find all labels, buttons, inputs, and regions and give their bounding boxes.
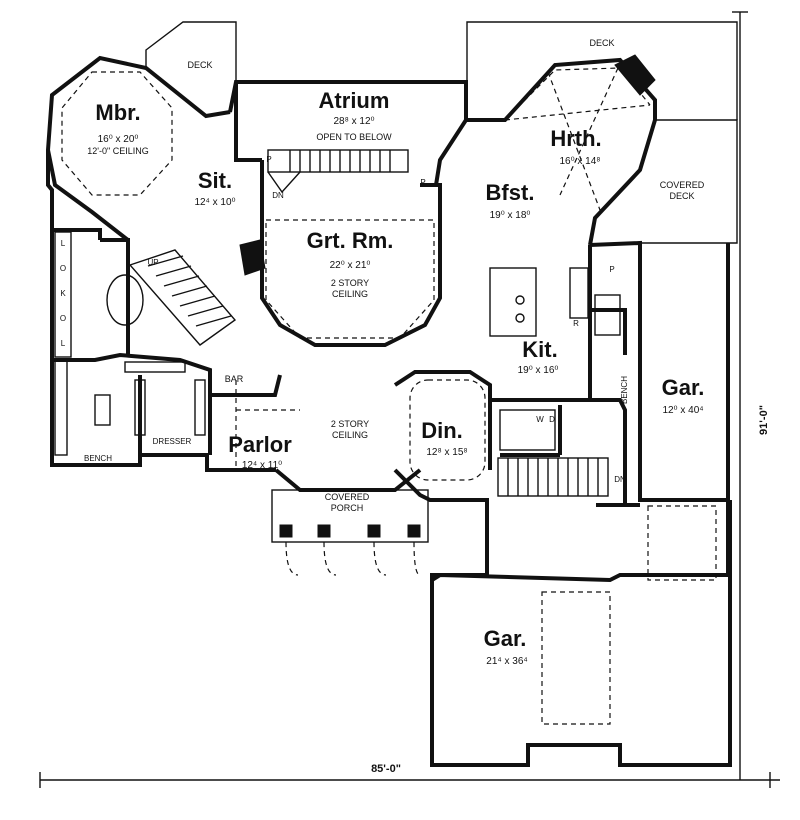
hearth-size: 16⁰ x 14⁸ (559, 156, 600, 167)
label-parlor: Parlor 12⁴ x 11⁰ (228, 432, 292, 471)
atrium-stair (267, 149, 409, 194)
width-dimension: 85'-0" (371, 763, 401, 775)
label-sitting: Sit. 12⁴ x 10⁰ (194, 168, 235, 208)
bench-master-label: BENCH (84, 454, 112, 463)
locker-label-1: L (61, 239, 66, 248)
interior-walls (52, 160, 627, 505)
deck-right-label: DECK (589, 38, 614, 48)
pantry-label-2: P (609, 265, 614, 274)
label-master: Mbr. 16⁰ x 20⁰ 12'-0" CEILING (87, 100, 148, 156)
label-atrium: Atrium 28⁸ x 12⁰ OPEN TO BELOW (316, 88, 392, 142)
bench-mud-label: BENCH (620, 376, 629, 404)
atrium-note: OPEN TO BELOW (316, 132, 392, 142)
pantry-label-1: P (420, 178, 425, 187)
master-size: 16⁰ x 20⁰ (98, 134, 139, 145)
sitting-name: Sit. (198, 168, 232, 193)
breakfast-size: 19⁰ x 18⁰ (490, 210, 531, 221)
covered-deck-label-1: COVERED (660, 180, 705, 190)
garage-side-size: 12⁰ x 40⁴ (662, 405, 703, 416)
label-hearth: Hrth. 16⁰ x 14⁸ (550, 126, 601, 167)
garage-side-name: Gar. (662, 375, 705, 400)
parlor-size: 12⁴ x 11⁰ (242, 460, 282, 471)
great-room-size: 22⁰ x 21⁰ (330, 260, 371, 271)
dimension-lines (39, 11, 780, 788)
breakfast-name: Bfst. (486, 180, 535, 205)
parlor-name: Parlor (228, 432, 292, 457)
dn-garage-label: DN (614, 475, 626, 484)
deck-right (466, 21, 738, 120)
refrigerator-label: R (573, 319, 579, 328)
fireplaces (239, 54, 656, 276)
sitting-size: 12⁴ x 10⁰ (194, 197, 235, 208)
covered-deck-label-2: DECK (669, 191, 694, 201)
kitchen-name: Kit. (522, 337, 557, 362)
foyer-label-1: 2 STORY (331, 419, 369, 429)
locker-label-3: K (60, 289, 66, 298)
great-room-note-2: CEILING (332, 289, 368, 299)
locker-label-5: L (61, 339, 66, 348)
covered-porch-label-1: COVERED (325, 492, 370, 502)
dining-size: 12⁸ x 15⁸ (426, 447, 467, 458)
great-room-note-1: 2 STORY (331, 278, 369, 288)
hearth-name: Hrth. (550, 126, 601, 151)
exterior-walls (45, 55, 738, 767)
closet-shelving (54, 359, 206, 456)
kitchen-fixtures (94, 267, 621, 451)
atrium-name: Atrium (319, 88, 390, 113)
foyer-label-2: CEILING (332, 430, 368, 440)
label-great-room: Grt. Rm. 22⁰ x 21⁰ 2 STORY CEILING (307, 228, 394, 299)
great-room-name: Grt. Rm. (307, 228, 394, 253)
label-garage-side: Gar. 12⁰ x 40⁴ (662, 375, 705, 416)
atrium-size: 28⁸ x 12⁰ (333, 116, 374, 127)
locker-label-2: O (60, 264, 66, 273)
master-name: Mbr. (95, 100, 140, 125)
bar-label: BAR (225, 374, 244, 384)
locker-label-4: O (60, 314, 66, 323)
dining-name: Din. (421, 418, 463, 443)
garage-stair (497, 457, 609, 497)
dn-atrium-label: DN (272, 191, 284, 200)
ceiling-outlines (61, 67, 717, 725)
label-garage-front: Gar. 21⁴ x 36⁴ (484, 626, 528, 667)
porch (271, 489, 429, 576)
kitchen-size: 19⁰ x 16⁰ (518, 365, 559, 376)
depth-dimension: 91'-0" (758, 405, 770, 435)
up-label: UP (147, 258, 158, 267)
deck-left-label: DECK (187, 60, 212, 70)
label-dining: Din. 12⁸ x 15⁸ (421, 418, 467, 458)
master-note: 12'-0" CEILING (87, 146, 148, 156)
dryer-label: D (549, 415, 555, 424)
dresser-label: DRESSER (153, 437, 192, 446)
garage-front-name: Gar. (484, 626, 527, 651)
label-kitchen: Kit. 19⁰ x 16⁰ (518, 337, 559, 376)
label-breakfast: Bfst. 19⁰ x 18⁰ (486, 180, 535, 221)
covered-porch-label-2: PORCH (331, 503, 364, 513)
main-stair (128, 249, 237, 346)
washer-label: W (536, 415, 544, 424)
garage-front-size: 21⁴ x 36⁴ (486, 656, 527, 667)
locker-column (54, 231, 72, 358)
pantry-label-3: P (266, 155, 271, 164)
